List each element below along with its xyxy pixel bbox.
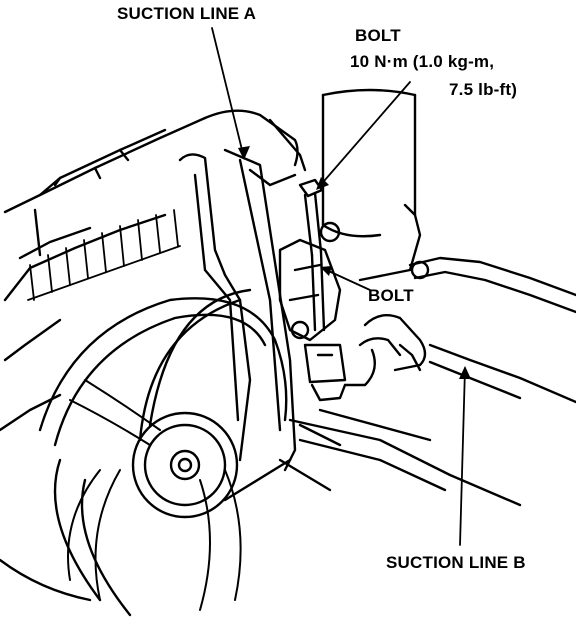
suction-line-a-label: SUCTION LINE A bbox=[117, 4, 257, 23]
suction-line-a-hose bbox=[203, 109, 307, 187]
small-bolt-label: BOLT bbox=[368, 286, 414, 305]
leader-bolt bbox=[317, 81, 411, 189]
reservoir-tank bbox=[321, 88, 422, 282]
leader-suction-line-b bbox=[459, 367, 466, 546]
leader-suction-line-a bbox=[211, 27, 245, 159]
bolt-torque-spec-line2: 7.5 lb-ft) bbox=[449, 80, 518, 99]
suction-line-b-hose bbox=[343, 314, 576, 404]
bolt-torque-spec-line1: 10 N·m (1.0 kg-m, bbox=[350, 52, 495, 71]
fan-blades bbox=[67, 379, 242, 611]
bolt-label: BOLT bbox=[355, 26, 401, 45]
pump-bracket bbox=[178, 148, 297, 472]
leader-arrowheads bbox=[238, 146, 471, 379]
leader-lines bbox=[211, 27, 466, 546]
outlet-fitting bbox=[303, 343, 347, 402]
pump-pulley bbox=[131, 411, 239, 519]
fan-shroud bbox=[0, 297, 288, 617]
suction-line-b-label: SUCTION LINE B bbox=[386, 553, 526, 572]
frame-rail bbox=[278, 408, 522, 507]
engine-block-outline bbox=[0, 116, 207, 432]
reservoir-return-hose bbox=[408, 256, 576, 314]
drive-belt bbox=[138, 288, 292, 502]
mounting-bolt bbox=[298, 178, 326, 332]
radiator-fins bbox=[27, 209, 181, 301]
